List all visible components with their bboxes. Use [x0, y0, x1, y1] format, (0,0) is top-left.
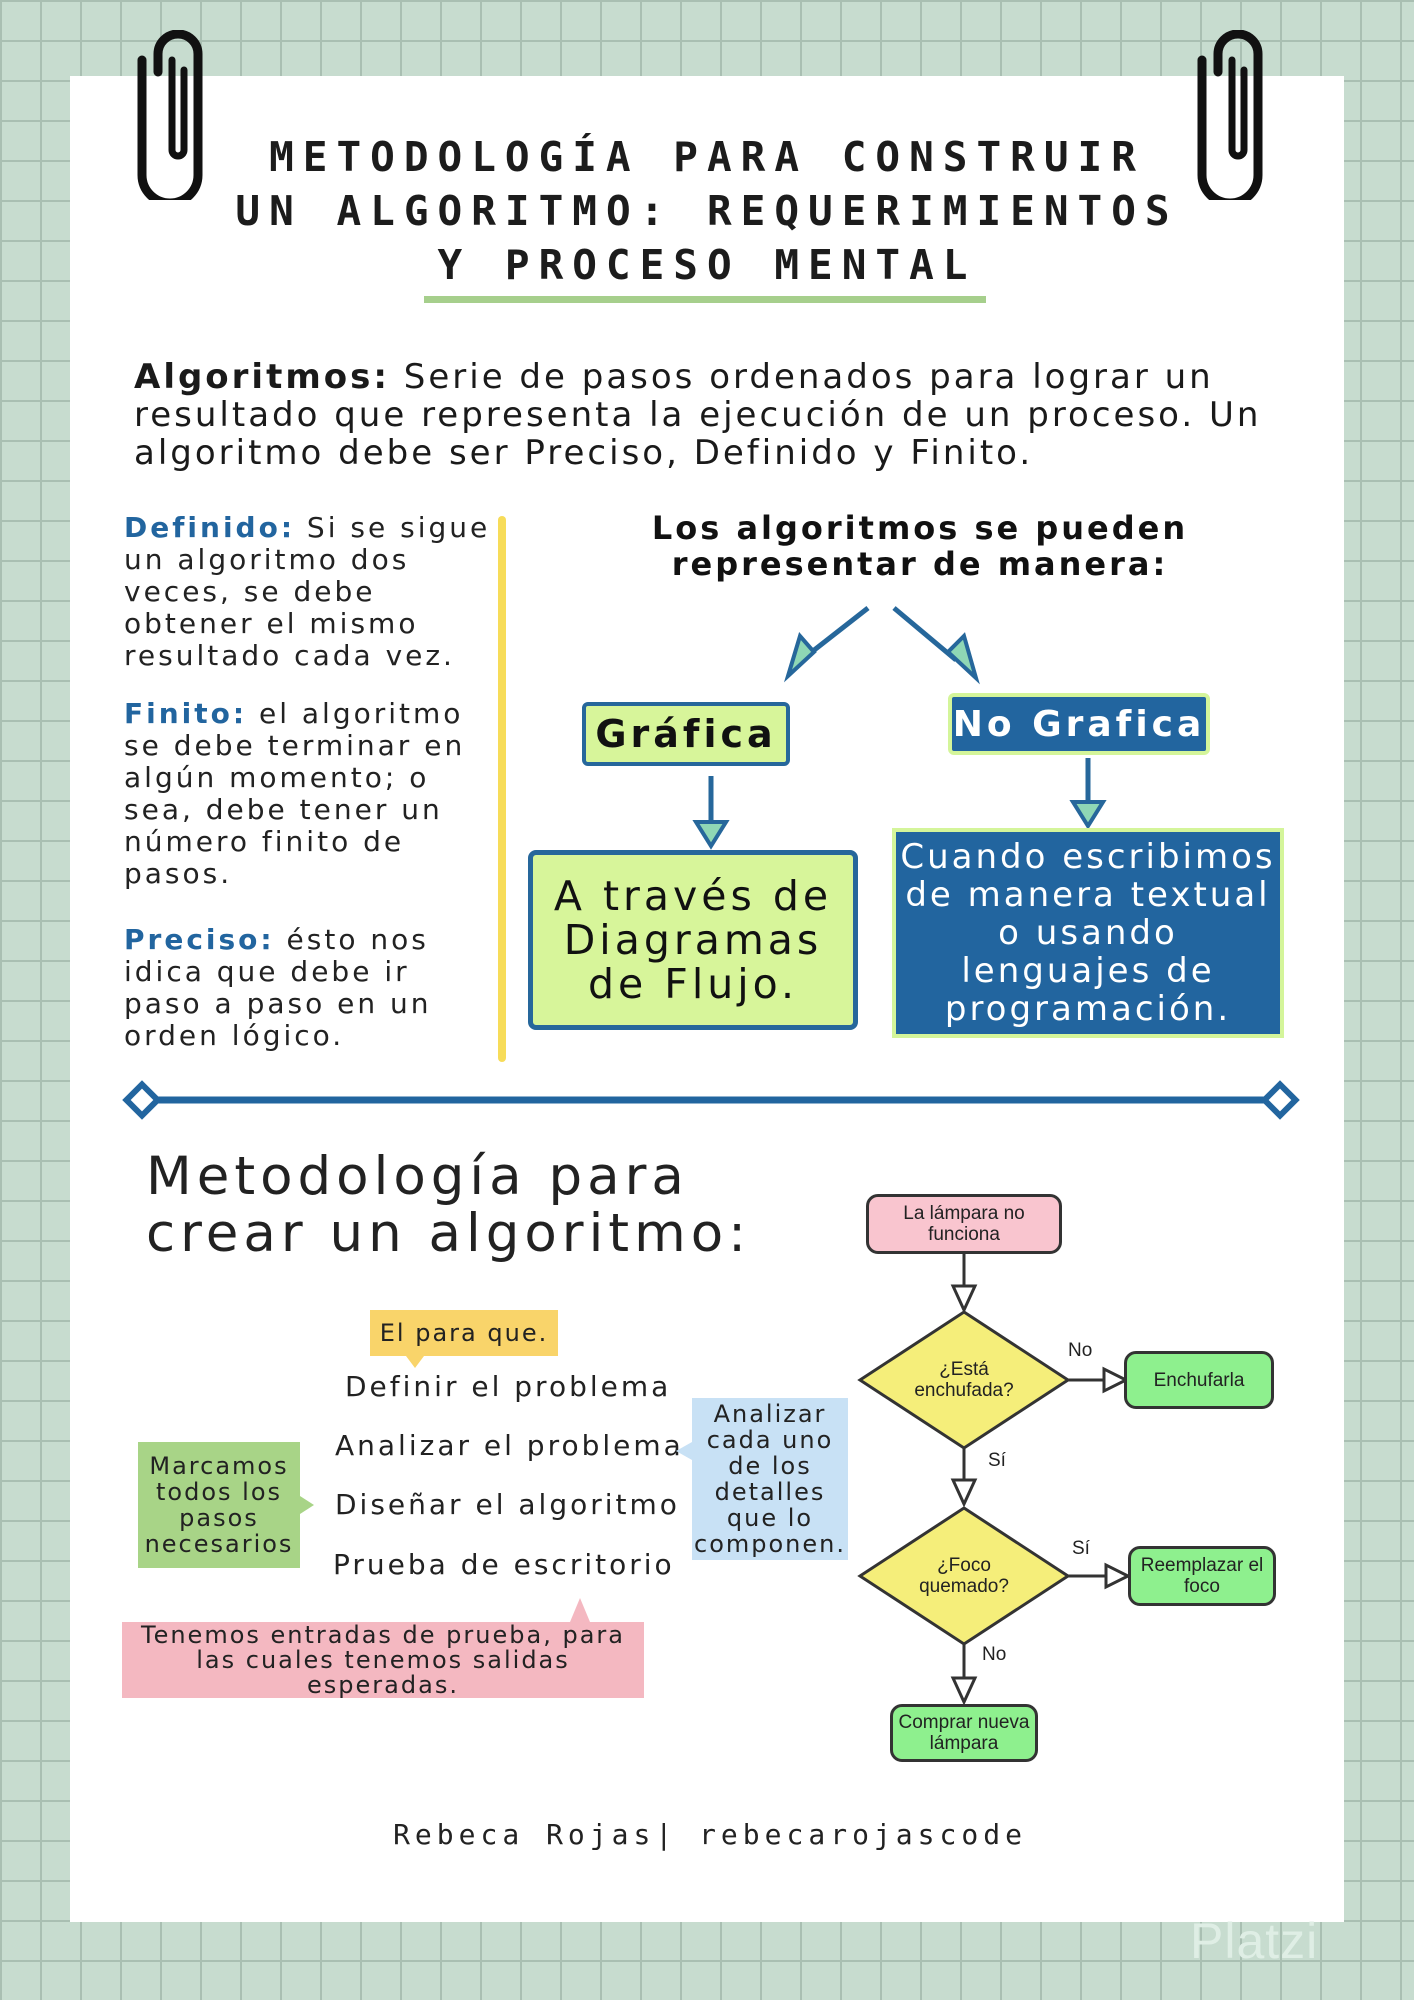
flowchart-action-enchufarla: Enchufarla [1124, 1351, 1274, 1409]
paperclip-right-icon [1197, 30, 1263, 200]
property-term: Finito: [124, 697, 248, 730]
step-definir: Definir el problema [345, 1370, 672, 1403]
methodology-title: Metodología para crear un algoritmo: [146, 1148, 766, 1262]
property-preciso: Preciso: ésto nos idica que debe ir paso… [124, 924, 494, 1052]
flowchart-label-no-2: No [982, 1644, 1007, 1665]
note-tenemos: Tenemos entradas de prueba, para las cua… [122, 1598, 644, 1698]
representation-heading-line-1: Los algoritmos se pueden [651, 509, 1189, 547]
flowchart-start: La lámpara no funciona [866, 1194, 1062, 1254]
flowchart-question-1: ¿Está enchufada? [914, 1359, 1014, 1401]
methodology-title-line-2: crear un algoritmo: [146, 1203, 751, 1264]
no-grafica-box: No Grafica [948, 693, 1210, 755]
definition-text: Serie de pasos ordenados para lograr un … [134, 357, 1262, 473]
title-underline [424, 296, 986, 303]
step-disenar: Diseñar el algoritmo [335, 1488, 680, 1521]
flowchart-action-reemplazar: Reemplazar el foco [1128, 1546, 1276, 1606]
page-title: METODOLOGÍA PARA CONSTRUIR UN ALGORITMO:… [200, 130, 1214, 292]
flowchart-label-si-1: Sí [988, 1450, 1006, 1471]
property-term: Preciso: [124, 923, 275, 956]
property-definido: Definido: Si se sigue un algoritmo dos v… [124, 512, 494, 672]
property-term: Definido: [124, 511, 296, 544]
property-text: Si se sigue un algoritmo dos veces, se d… [124, 511, 491, 672]
representation-heading: Los algoritmos se pueden representar de … [580, 510, 1260, 582]
note-analizar: Analizar cada uno de los detalles que lo… [676, 1398, 848, 1560]
vertical-divider [498, 516, 506, 1062]
property-text: ésto nos idica que debe ir paso a paso e… [124, 923, 432, 1052]
no-grafica-description: Cuando escribimos de manera textual o us… [892, 828, 1284, 1038]
flowchart-label-si-2: Sí [1072, 1538, 1090, 1559]
algorithm-definition: Algoritmos: Serie de pasos ordenados par… [134, 358, 1294, 472]
title-line-2: UN ALGORITMO: REQUERIMIENTOS [235, 187, 1179, 235]
flowchart-question-2: ¿Foco quemado? [919, 1555, 1009, 1597]
grafica-box: Gráfica [582, 702, 790, 766]
definition-term: Algoritmos: [134, 357, 390, 397]
step-analizar: Analizar el problema [335, 1429, 684, 1462]
note-marcamos: Marcamos todos los pasos necesarios [138, 1442, 314, 1568]
note-para-que: El para que. [370, 1310, 558, 1368]
methodology-title-line-1: Metodología para [146, 1146, 689, 1207]
representation-heading-line-2: representar de manera: [671, 545, 1169, 583]
author-credit: Rebeca Rojas| rebecarojascode [393, 1818, 1027, 1851]
property-finito: Finito: el algoritmo se debe terminar en… [124, 698, 494, 890]
title-line-1: METODOLOGÍA PARA CONSTRUIR [269, 133, 1145, 181]
flowchart-label-no-1: No [1068, 1340, 1093, 1361]
property-text: el algoritmo se debe terminar en algún m… [124, 697, 466, 890]
step-prueba: Prueba de escritorio [333, 1548, 675, 1581]
title-line-3: Y PROCESO MENTAL [437, 241, 977, 289]
paperclip-left-icon [137, 30, 203, 200]
platzi-watermark: Platzi [1190, 1913, 1319, 1969]
grafica-description: A través de Diagramas de Flujo. [528, 850, 858, 1030]
flowchart-action-comprar: Comprar nueva lámpara [890, 1704, 1038, 1762]
